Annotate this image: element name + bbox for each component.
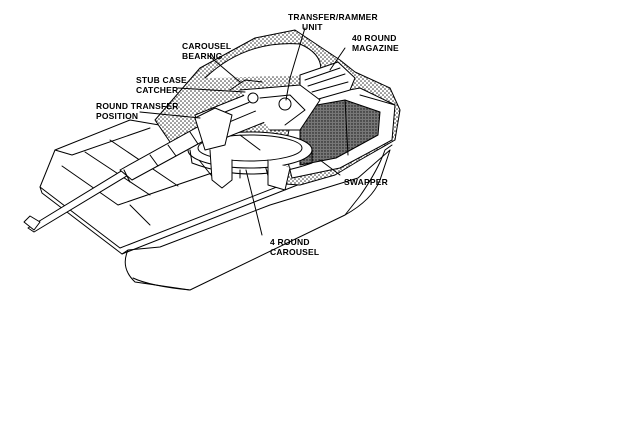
leader-carousel-bearing <box>207 54 241 83</box>
label-carousel-bearing: CAROUSEL BEARING <box>182 41 232 61</box>
leader-transfer-rammer <box>285 27 306 101</box>
leader-swapper <box>319 159 341 176</box>
label-stub-case-catcher: STUB CASE CATCHER <box>136 75 187 95</box>
leader-round-transfer <box>139 111 201 119</box>
leader-stub-case <box>177 87 246 93</box>
leader-lines <box>139 27 346 236</box>
label-swapper: SWAPPER <box>344 177 388 187</box>
label-4-round-carousel: 4 ROUND CAROUSEL <box>270 237 320 257</box>
label-40-round-magazine: 40 ROUND MAGAZINE <box>352 33 399 53</box>
label-transfer-rammer: TRANSFER/RAMMER UNIT <box>288 12 378 32</box>
magazine <box>299 61 356 101</box>
gun-barrel <box>23 107 233 233</box>
label-round-transfer-position: ROUND TRANSFER POSITION <box>96 101 179 121</box>
leader-carousel <box>245 169 263 236</box>
leader-magazine <box>329 47 346 71</box>
